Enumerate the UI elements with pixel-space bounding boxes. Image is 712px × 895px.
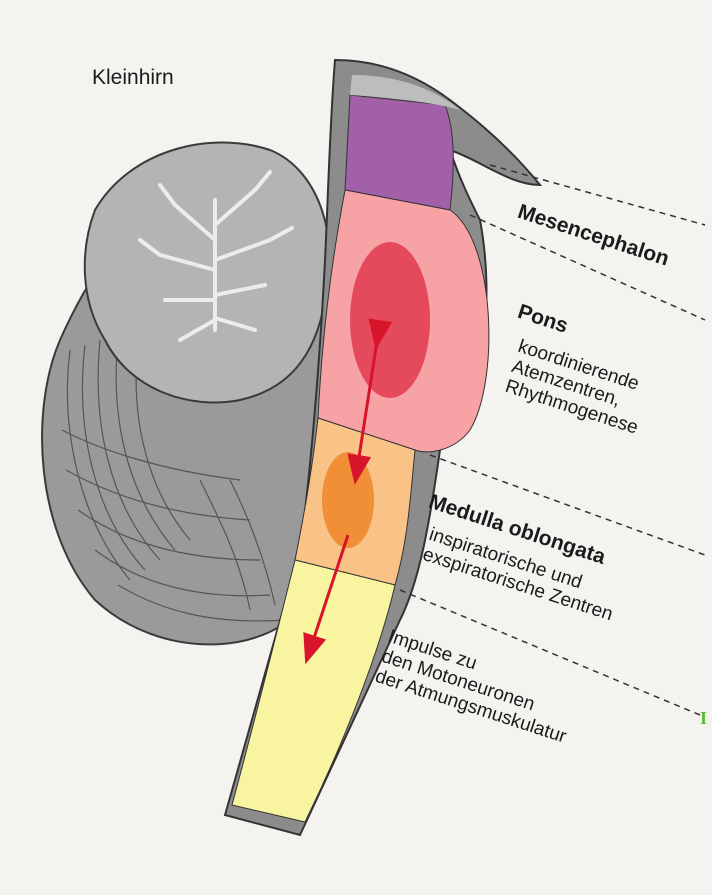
medulla-center	[322, 452, 374, 548]
cerebellum-label: Kleinhirn	[92, 66, 174, 90]
edge-mark: I	[700, 708, 707, 729]
cerebellum	[42, 143, 330, 645]
pons-center	[350, 242, 430, 398]
